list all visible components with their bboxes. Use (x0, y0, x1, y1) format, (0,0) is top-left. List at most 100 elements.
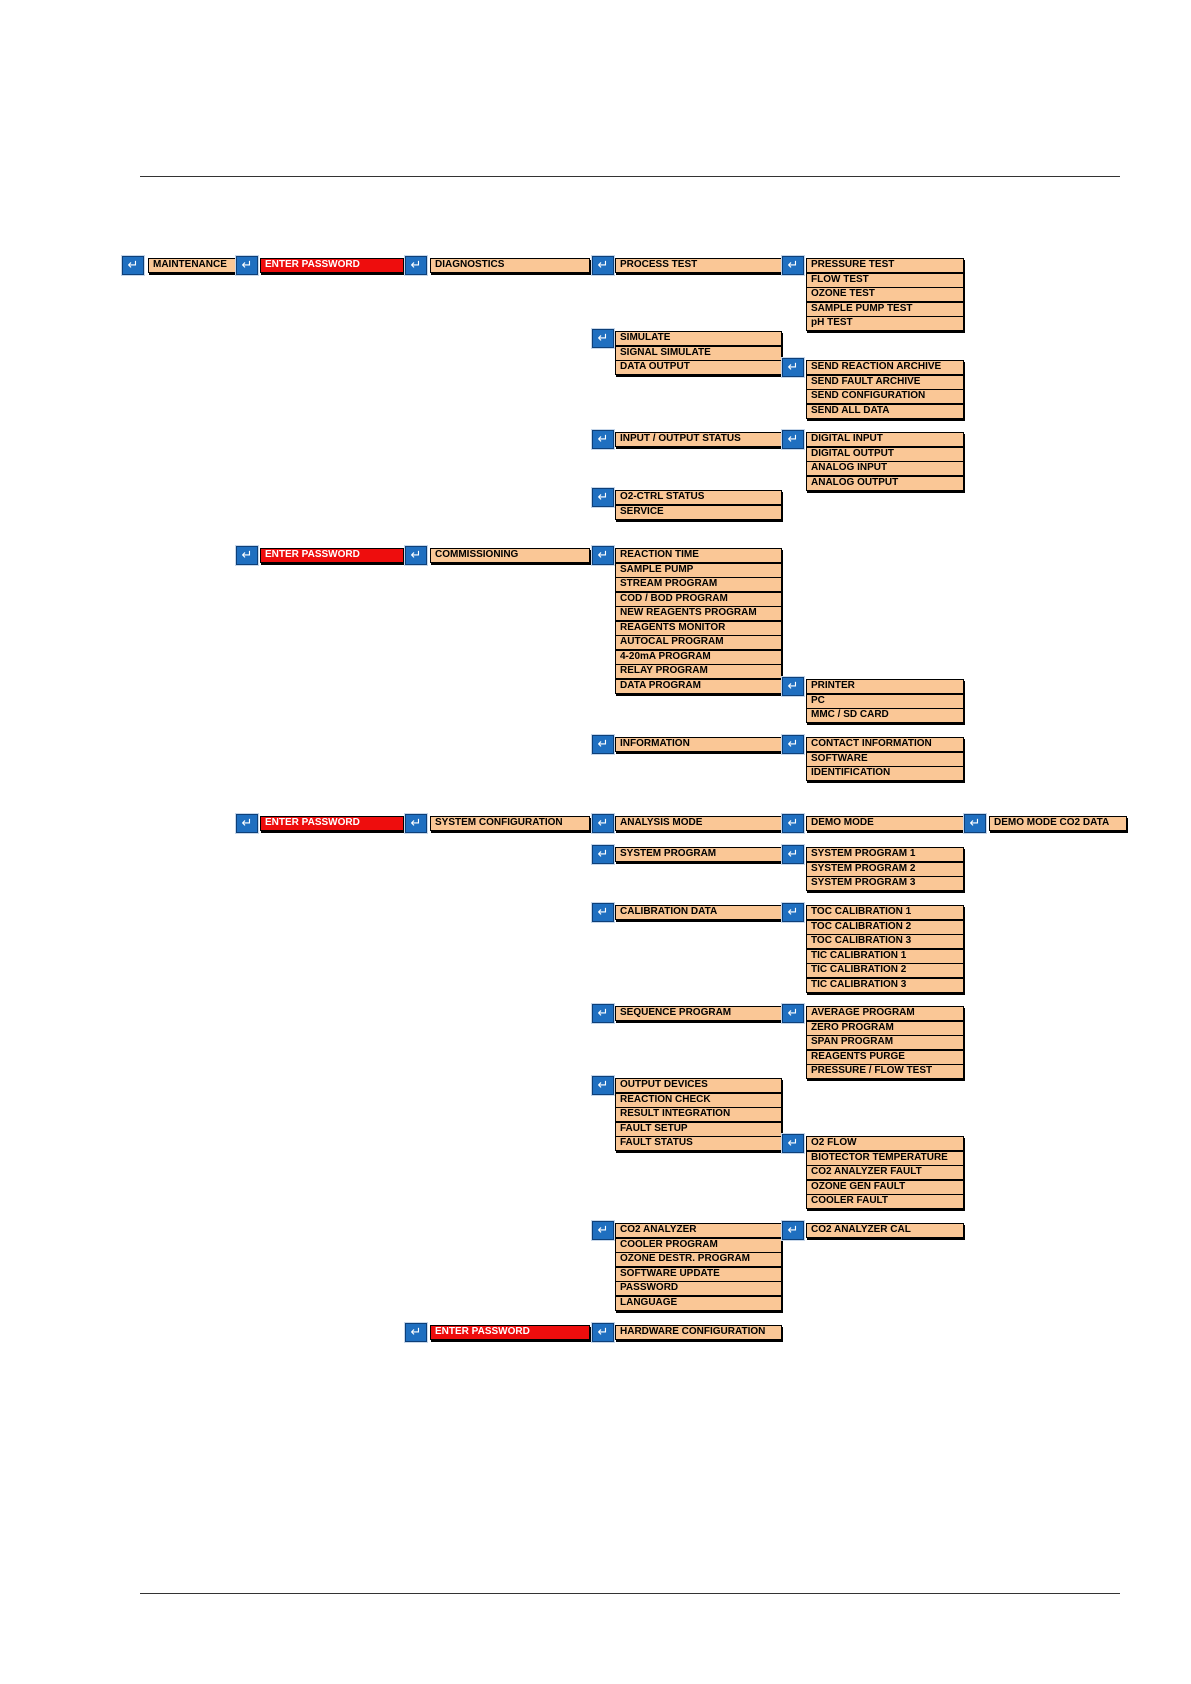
fault-status-enter-icon: ↵ (782, 1134, 804, 1153)
simulate-item-1[interactable]: SIGNAL SIMULATE (615, 345, 782, 361)
demo-co2-enter-icon: ↵ (964, 814, 986, 833)
enter-password-node-1[interactable]: ENTER PASSWORD (260, 258, 404, 273)
data-output-item-3[interactable]: SEND ALL DATA (806, 403, 964, 419)
co2-analyzer-enter-icon: ↵ (782, 1221, 804, 1240)
data-output-item-0[interactable]: SEND REACTION ARCHIVE (806, 360, 964, 375)
commissioning-node[interactable]: COMMISSIONING (430, 548, 590, 563)
calibration-item-0[interactable]: TOC CALIBRATION 1 (806, 905, 964, 920)
process-test-node[interactable]: PROCESS TEST (615, 258, 782, 273)
process-test-item-1[interactable]: FLOW TEST (806, 272, 964, 288)
demo-mode-node[interactable]: DEMO MODE (806, 816, 964, 831)
system-program-item-1[interactable]: SYSTEM PROGRAM 2 (806, 861, 964, 877)
hardware-configuration-node[interactable]: HARDWARE CONFIGURATION (615, 1325, 782, 1340)
enter-password-node-4[interactable]: ENTER PASSWORD (430, 1325, 590, 1340)
co2-item-5[interactable]: LANGUAGE (615, 1295, 782, 1311)
o2-item-0[interactable]: O2-CTRL STATUS (615, 490, 782, 505)
commissioning-item-1[interactable]: SAMPLE PUMP (615, 562, 782, 578)
io-enter-icon: ↵ (782, 430, 804, 449)
process-test-item-4[interactable]: pH TEST (806, 316, 964, 331)
co2-item-0[interactable]: CO2 ANALYZER (615, 1223, 782, 1238)
system-configuration-node[interactable]: SYSTEM CONFIGURATION (430, 816, 590, 831)
enter-password-node-3[interactable]: ENTER PASSWORD (260, 816, 404, 831)
calibration-data-node[interactable]: CALIBRATION DATA (615, 905, 782, 920)
analysis-mode-enter-icon: ↵ (592, 814, 614, 833)
calibration-item-3[interactable]: TIC CALIBRATION 1 (806, 948, 964, 964)
co2-enter-icon: ↵ (592, 1221, 614, 1240)
commissioning-item-3[interactable]: COD / BOD PROGRAM (615, 591, 782, 607)
system-program-node[interactable]: SYSTEM PROGRAM (615, 847, 782, 862)
diagnostics-node[interactable]: DIAGNOSTICS (430, 258, 590, 273)
commissioning-item-0[interactable]: REACTION TIME (615, 548, 782, 563)
system-program-item-0[interactable]: SYSTEM PROGRAM 1 (806, 847, 964, 862)
calibration-item-2[interactable]: TOC CALIBRATION 3 (806, 934, 964, 949)
simulate-enter-icon: ↵ (592, 329, 614, 348)
maintenance-enter-icon: ↵ (122, 256, 144, 275)
hardware-config-enter-icon: ↵ (592, 1323, 614, 1342)
sequence-item-0[interactable]: AVERAGE PROGRAM (806, 1006, 964, 1021)
fault-status-item-0[interactable]: O2 FLOW (806, 1136, 964, 1151)
fault-status-item-1[interactable]: BIOTECTOR TEMPERATURE (806, 1150, 964, 1166)
commissioning-item-8[interactable]: RELAY PROGRAM (615, 664, 782, 679)
fault-status-item-4[interactable]: COOLER FAULT (806, 1194, 964, 1209)
data-program-item-2[interactable]: MMC / SD CARD (806, 708, 964, 723)
calibration-item-1[interactable]: TOC CALIBRATION 2 (806, 919, 964, 935)
enter-password-node-2[interactable]: ENTER PASSWORD (260, 548, 404, 563)
co2-item-1[interactable]: COOLER PROGRAM (615, 1237, 782, 1253)
simulate-item-0[interactable]: SIMULATE (615, 331, 782, 346)
simulate-item-2[interactable]: DATA OUTPUT (615, 360, 782, 375)
co2-item-3[interactable]: SOFTWARE UPDATE (615, 1266, 782, 1282)
io-item-1[interactable]: DIGITAL OUTPUT (806, 446, 964, 462)
process-test-item-2[interactable]: OZONE TEST (806, 287, 964, 302)
output-item-1[interactable]: REACTION CHECK (615, 1092, 782, 1108)
commissioning-item-9[interactable]: DATA PROGRAM (615, 678, 782, 694)
header-rule (140, 176, 1120, 177)
diagnostics-enter-icon: ↵ (405, 256, 427, 275)
o2-item-1[interactable]: SERVICE (615, 504, 782, 520)
fault-status-item-2[interactable]: CO2 ANALYZER FAULT (806, 1165, 964, 1180)
analysis-mode-node[interactable]: ANALYSIS MODE (615, 816, 782, 831)
io-status-enter-icon: ↵ (592, 430, 614, 449)
sequence-enter-icon: ↵ (592, 1004, 614, 1023)
maintenance-node[interactable]: MAINTENANCE (148, 258, 236, 273)
process-test-item-3[interactable]: SAMPLE PUMP TEST (806, 301, 964, 317)
input-output-status-node[interactable]: INPUT / OUTPUT STATUS (615, 432, 782, 447)
sequence-program-node[interactable]: SEQUENCE PROGRAM (615, 1006, 782, 1021)
co2-item-4[interactable]: PASSWORD (615, 1281, 782, 1296)
output-item-0[interactable]: OUTPUT DEVICES (615, 1078, 782, 1093)
data-program-enter-icon: ↵ (782, 677, 804, 696)
commissioning-item-7[interactable]: 4-20mA PROGRAM (615, 649, 782, 665)
sequence-item-2[interactable]: SPAN PROGRAM (806, 1035, 964, 1050)
process-test-enter-icon: ↵ (592, 256, 614, 275)
sequence-item-1[interactable]: ZERO PROGRAM (806, 1020, 964, 1036)
commissioning-item-4[interactable]: NEW REAGENTS PROGRAM (615, 606, 782, 621)
data-program-item-0[interactable]: PRINTER (806, 679, 964, 694)
sequence-item-4[interactable]: PRESSURE / FLOW TEST (806, 1064, 964, 1079)
fault-status-item-3[interactable]: OZONE GEN FAULT (806, 1179, 964, 1195)
co2-item-2[interactable]: OZONE DESTR. PROGRAM (615, 1252, 782, 1267)
data-program-item-1[interactable]: PC (806, 693, 964, 709)
output-item-3[interactable]: FAULT SETUP (615, 1121, 782, 1137)
information-item-0[interactable]: CONTACT INFORMATION (806, 737, 964, 752)
output-item-4[interactable]: FAULT STATUS (615, 1136, 782, 1151)
data-output-item-1[interactable]: SEND FAULT ARCHIVE (806, 374, 964, 390)
co2-analyzer-item-0[interactable]: CO2 ANALYZER CAL (806, 1223, 964, 1238)
io-item-0[interactable]: DIGITAL INPUT (806, 432, 964, 447)
commissioning-item-6[interactable]: AUTOCAL PROGRAM (615, 635, 782, 650)
calibration-item-5[interactable]: TIC CALIBRATION 3 (806, 977, 964, 993)
information-node[interactable]: INFORMATION (615, 737, 782, 752)
password-enter-icon: ↵ (236, 256, 258, 275)
output-item-2[interactable]: RESULT INTEGRATION (615, 1107, 782, 1122)
system-program-item-2[interactable]: SYSTEM PROGRAM 3 (806, 876, 964, 891)
demo-mode-co2-node[interactable]: DEMO MODE CO2 DATA (989, 816, 1127, 831)
process-test-item-0[interactable]: PRESSURE TEST (806, 258, 964, 273)
commissioning-item-2[interactable]: STREAM PROGRAM (615, 577, 782, 592)
calibration-item-4[interactable]: TIC CALIBRATION 2 (806, 963, 964, 978)
io-item-3[interactable]: ANALOG OUTPUT (806, 475, 964, 491)
data-output-item-2[interactable]: SEND CONFIGURATION (806, 389, 964, 404)
information-item-2[interactable]: IDENTIFICATION (806, 766, 964, 781)
commissioning-item-5[interactable]: REAGENTS MONITOR (615, 620, 782, 636)
sequence-item-3[interactable]: REAGENTS PURGE (806, 1049, 964, 1065)
information-item-1[interactable]: SOFTWARE (806, 751, 964, 767)
io-item-2[interactable]: ANALOG INPUT (806, 461, 964, 476)
